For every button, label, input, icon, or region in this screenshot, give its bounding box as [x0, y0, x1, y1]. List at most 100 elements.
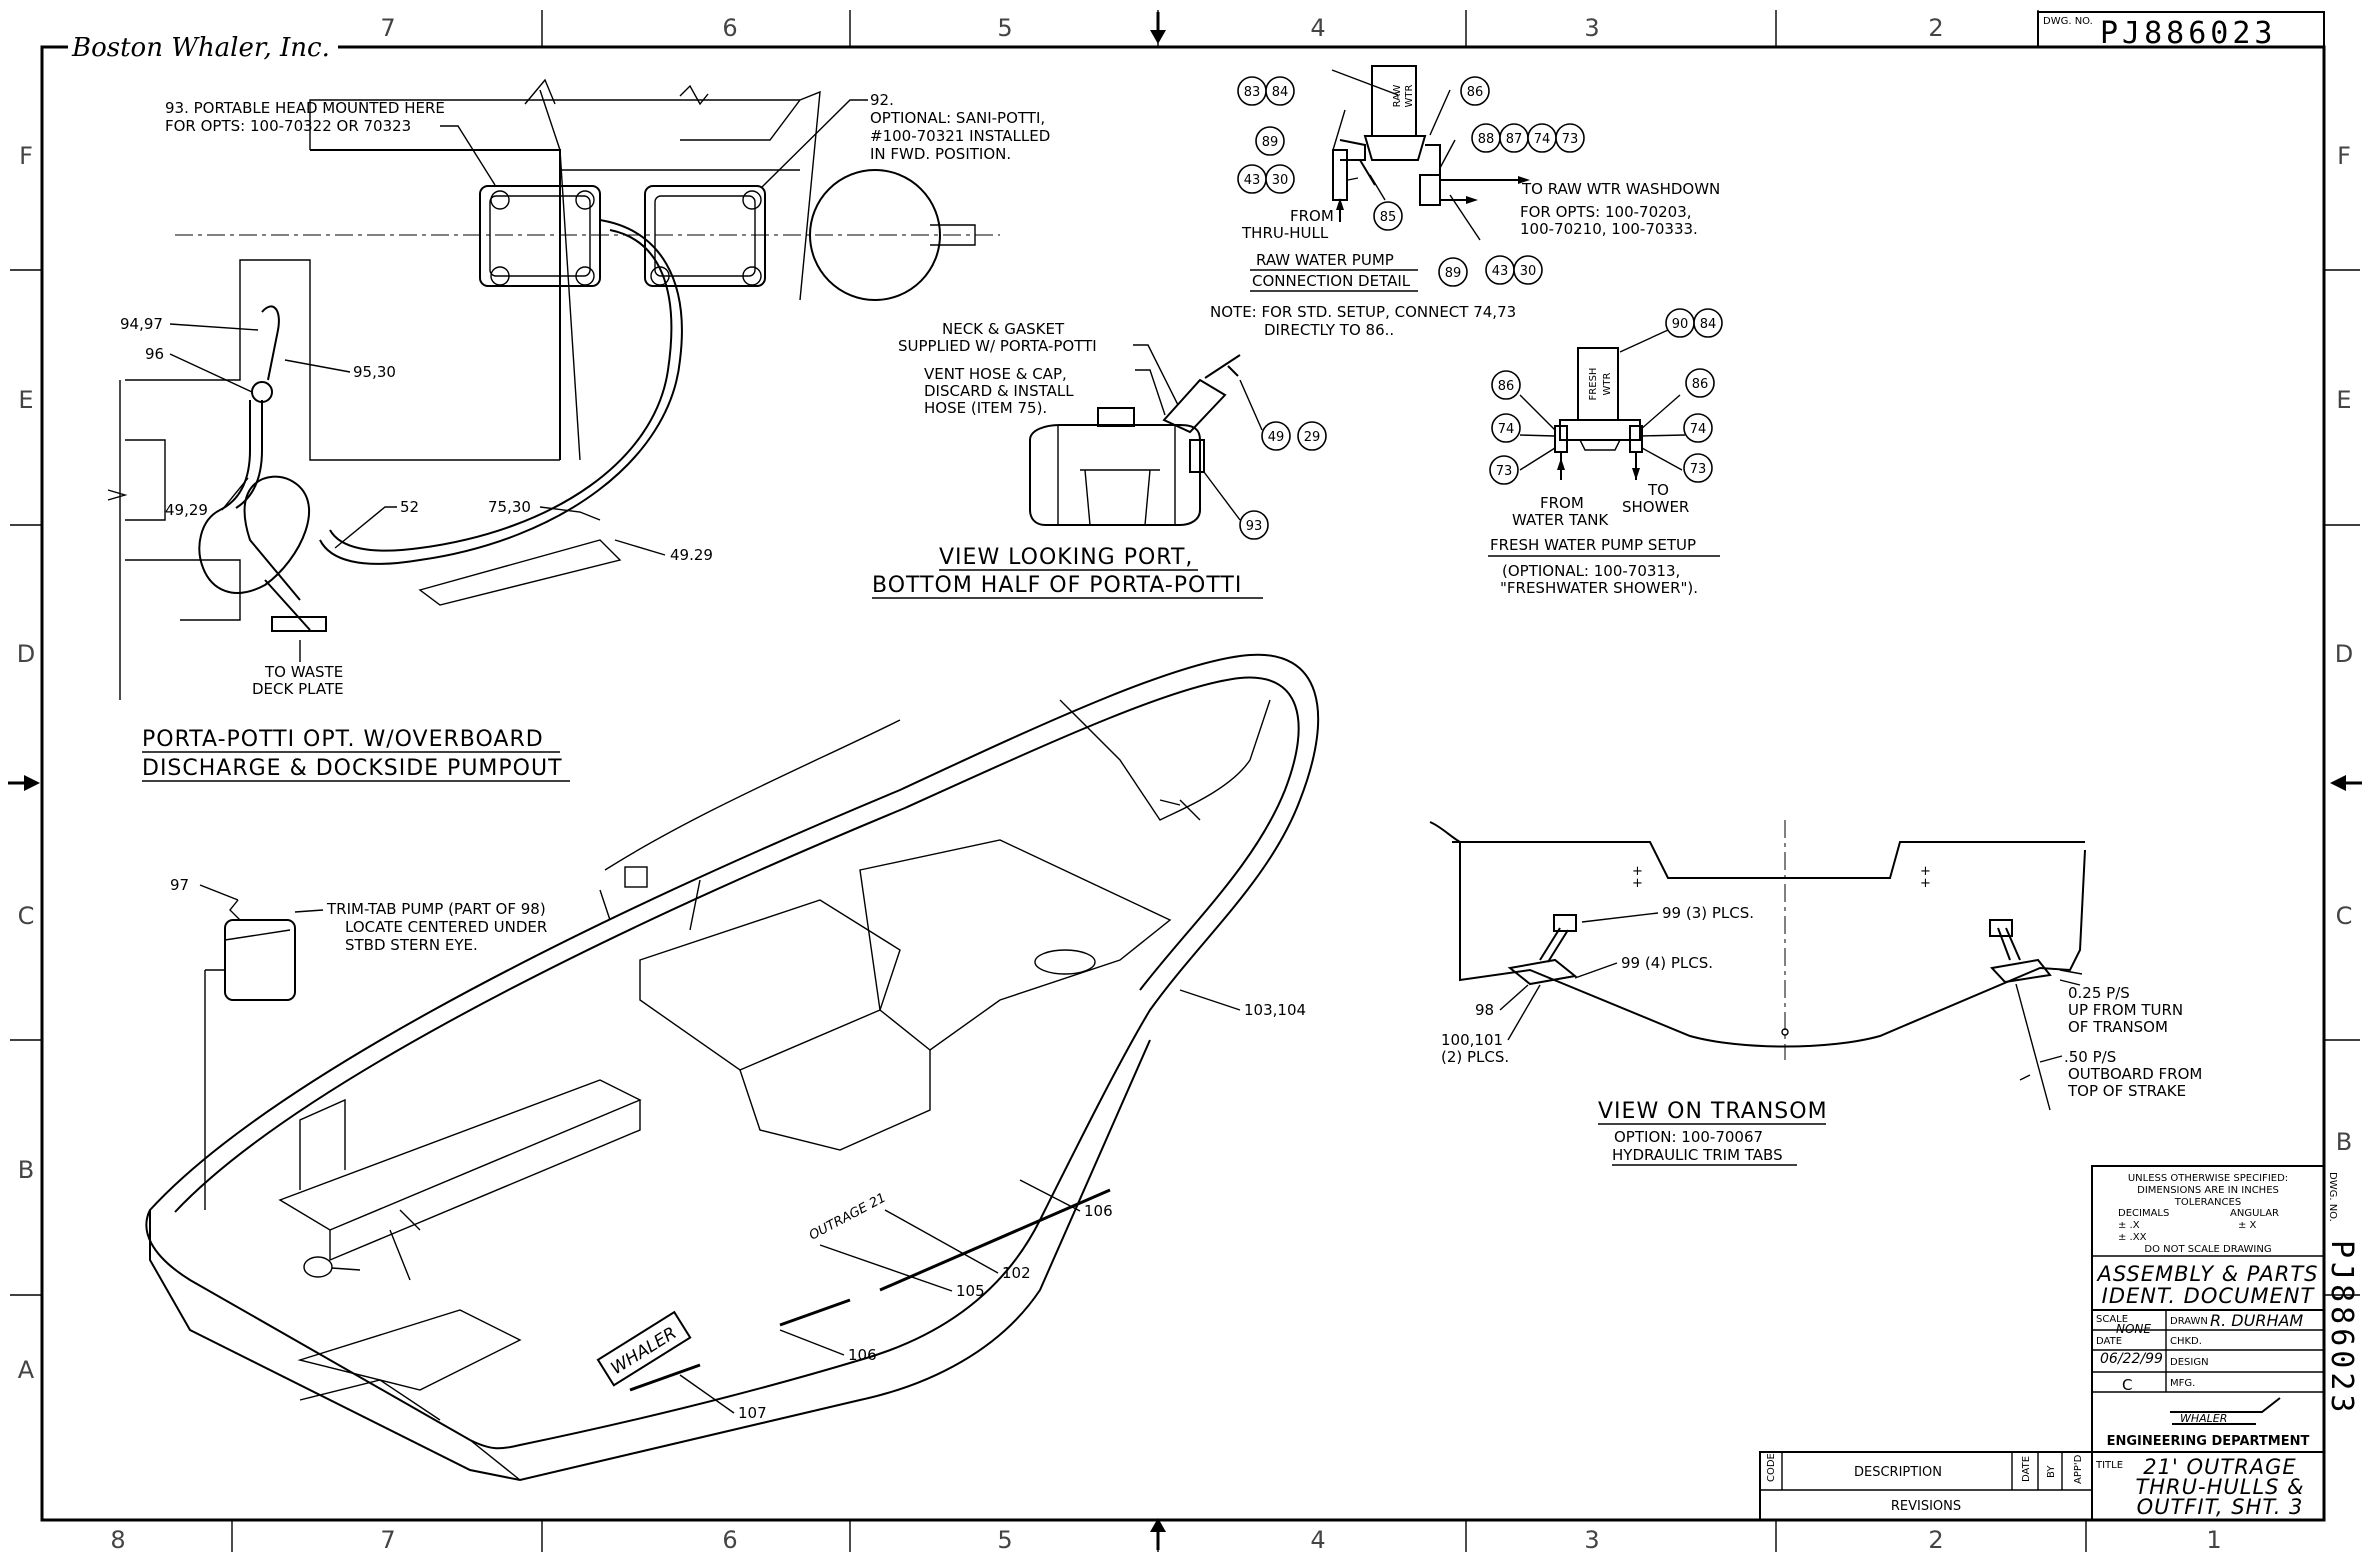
callout-103-104: 103,104 — [1244, 1001, 1306, 1019]
tol-6: ± .X — [2118, 1220, 2140, 1231]
fresh-bubble-84: 84 — [1700, 317, 1717, 332]
raw-bubble-73: 73 — [1562, 132, 1579, 147]
revisions-label: REVISIONS — [1891, 1499, 1961, 1514]
callout-92-part: #100-70321 INSTALLED — [870, 127, 1050, 145]
zone-right-f: F — [2337, 142, 2351, 170]
fresh-to-1: TO — [1647, 481, 1669, 499]
zone-right-d: D — [2335, 640, 2353, 668]
fresh-pump-label-2: WTR — [1602, 372, 1613, 395]
dwg-no-label: DWG. NO. — [2043, 16, 2093, 27]
scale-label: SCALE — [2096, 1314, 2128, 1325]
raw-bubble-43b: 43 — [1492, 264, 1509, 279]
tol-3: TOLERANCES — [2174, 1197, 2241, 1208]
callout-92: 92. — [870, 91, 894, 109]
callout-100-101: 100,101 — [1441, 1031, 1503, 1049]
svg-text:+: + — [1920, 864, 1931, 879]
transom-option: OPTION: 100-70067 — [1614, 1128, 1763, 1146]
vent-label-3: HOSE (ITEM 75). — [924, 399, 1047, 417]
dim-050-2: OUTBOARD FROM — [2068, 1065, 2202, 1083]
drawn-label: DRAWN — [2170, 1316, 2208, 1327]
waste-label-2: DECK PLATE — [252, 680, 344, 698]
callout-94-97: 94,97 — [120, 315, 163, 333]
zone-left-c: C — [18, 902, 35, 930]
dim-050-1: .50 P/S — [2064, 1048, 2116, 1066]
zone-top-2: 2 — [1928, 14, 1943, 42]
transom-hydraulic: HYDRAULIC TRIM TABS — [1612, 1146, 1783, 1164]
raw-bubble-74: 74 — [1534, 132, 1551, 147]
dim-025-3: OF TRANSOM — [2068, 1018, 2168, 1036]
waste-label-1: TO WASTE — [264, 663, 343, 681]
fresh-pump-label-1: FRESH — [1588, 368, 1599, 401]
porta-potti-port-view: NECK & GASKET SUPPLIED W/ PORTA-POTTI VE… — [872, 320, 1327, 599]
callout-52: 52 — [400, 498, 419, 516]
zone-top-6: 6 — [722, 14, 737, 42]
callout-92-position: IN FWD. POSITION. — [870, 145, 1011, 163]
rev-date-label: DATE — [2021, 1456, 2032, 1482]
zone-right-c: C — [2336, 902, 2353, 930]
callout-96: 96 — [145, 345, 164, 363]
callout-106a: 106 — [1084, 1202, 1113, 1220]
raw-opts-2: 100-70210, 100-70333. — [1520, 220, 1698, 238]
fresh-from-1: FROM — [1540, 494, 1584, 512]
dwg-number-box: DWG. NO. PJ886023 — [2037, 11, 2325, 51]
callout-102: 102 — [1002, 1264, 1031, 1282]
mfg-label: MFG. — [2170, 1378, 2195, 1389]
callout-99-3: 99 (3) PLCS. — [1662, 904, 1754, 922]
raw-bubble-30: 30 — [1272, 173, 1289, 188]
porta-title-2: DISCHARGE & DOCKSIDE PUMPOUT — [142, 756, 563, 781]
callout-105: 105 — [956, 1282, 985, 1300]
callout-93-opts: FOR OPTS: 100-70322 OR 70323 — [165, 117, 411, 135]
eng-dept: ENGINEERING DEPARTMENT — [2107, 1434, 2310, 1449]
raw-bubble-85: 85 — [1380, 210, 1397, 225]
fresh-bubble-90: 90 — [1672, 317, 1689, 332]
zone-bottom-8: 8 — [110, 1526, 125, 1554]
raw-from-1: FROM — [1290, 207, 1334, 225]
zone-bottom-2: 2 — [1928, 1526, 1943, 1554]
fresh-title: FRESH WATER PUMP SETUP — [1490, 536, 1696, 554]
fresh-bubble-73-left: 73 — [1496, 464, 1513, 479]
sheet-title-3: OUTFIT, SHT. 3 — [2137, 1495, 2304, 1519]
rev-appd-label: APP'D — [2073, 1454, 2084, 1484]
tol-8: ± .XX — [2118, 1232, 2147, 1243]
zone-left-d: D — [17, 640, 35, 668]
date-value: 06/22/99 — [2100, 1351, 2163, 1367]
date-label: DATE — [2096, 1336, 2122, 1347]
callout-75-30: 75,30 — [488, 498, 531, 516]
raw-title-2: CONNECTION DETAIL — [1252, 272, 1411, 290]
raw-bubble-87: 87 — [1506, 132, 1523, 147]
zone-right-b: B — [2336, 1128, 2352, 1156]
tol-7: ± X — [2238, 1220, 2257, 1231]
dwg-no-vertical: PJ886023 — [2324, 1240, 2359, 1417]
tol-1: UNLESS OTHERWISE SPECIFIED: — [2128, 1173, 2288, 1184]
zone-left-e: E — [18, 386, 33, 414]
zone-top-7: 7 — [380, 14, 395, 42]
raw-to-washdown: TO RAW WTR WASHDOWN — [1521, 180, 1720, 198]
callout-49-29a: 49,29 — [165, 501, 208, 519]
fresh-bubble-74-right: 74 — [1690, 422, 1707, 437]
zone-top-4: 4 — [1310, 14, 1325, 42]
zone-labels: 7 6 5 4 3 2 8 7 6 5 4 3 2 1 F E D C B A … — [17, 14, 2353, 1554]
fresh-bubble-86-right: 86 — [1692, 377, 1709, 392]
svg-text:+: + — [1920, 876, 1931, 891]
fresh-opt-2: "FRESHWATER SHOWER"). — [1500, 579, 1698, 597]
title-block: UNLESS OTHERWISE SPECIFIED: DIMENSIONS A… — [1759, 1165, 2359, 1521]
port-bubble-49: 49 — [1268, 430, 1285, 445]
zone-bottom-1: 1 — [2206, 1526, 2221, 1554]
raw-bubble-43: 43 — [1244, 173, 1261, 188]
porta-potti-view: 93. PORTABLE HEAD MOUNTED HERE FOR OPTS:… — [107, 78, 1050, 782]
callout-97: 97 — [170, 876, 189, 894]
scale-value: NONE — [2116, 1322, 2151, 1336]
neck-label-1: NECK & GASKET — [942, 320, 1065, 338]
dim-025-1: 0.25 P/S — [2068, 984, 2130, 1002]
vent-label-1: VENT HOSE & CAP, — [924, 365, 1067, 383]
callout-92-optional: OPTIONAL: SANI-POTTI, — [870, 109, 1045, 127]
fresh-opt-1: (OPTIONAL: 100-70313, — [1502, 562, 1680, 580]
company-name: Boston Whaler, Inc. — [71, 33, 330, 63]
dim-025-2: UP FROM TURN — [2068, 1001, 2183, 1019]
assy-title-2: IDENT. DOCUMENT — [2102, 1284, 2316, 1308]
raw-bubble-89b: 89 — [1445, 266, 1462, 281]
dim-050-3: TOP OF STRAKE — [2067, 1082, 2186, 1100]
assy-title-1: ASSEMBLY & PARTS — [2095, 1262, 2318, 1286]
callout-99-4: 99 (4) PLCS. — [1621, 954, 1713, 972]
tol-5: ANGULAR — [2230, 1208, 2279, 1219]
